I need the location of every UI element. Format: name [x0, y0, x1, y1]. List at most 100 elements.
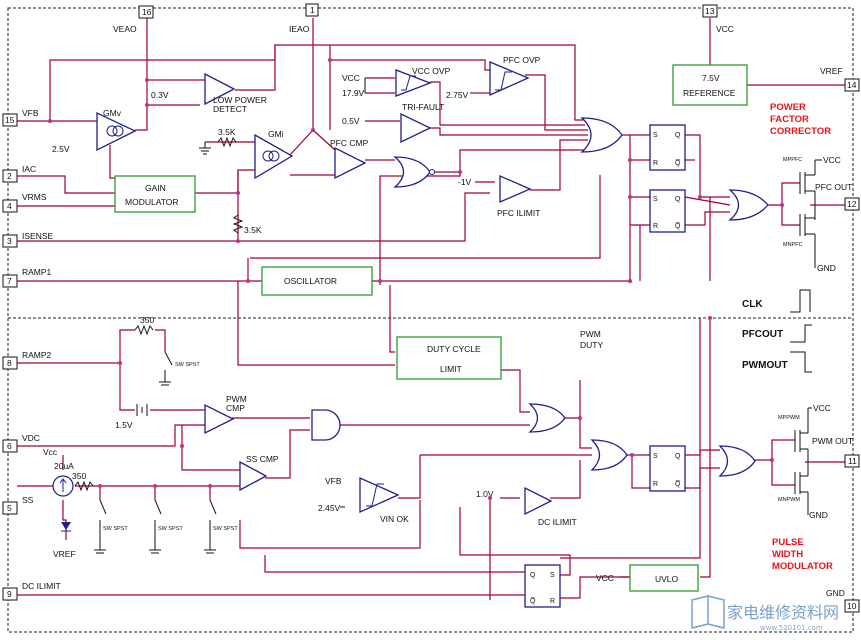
r350b-label: 350: [72, 471, 86, 481]
ff4-r: R: [550, 598, 555, 605]
gmi-amplifier[interactable]: GMi: [254, 129, 294, 180]
switch-ramp2[interactable]: SW SPST: [159, 351, 200, 386]
isense-label: ISENSE: [22, 231, 54, 241]
pin-8-label: 8: [7, 358, 12, 368]
ieao-label: IEAO: [289, 24, 310, 34]
chip-outline: [7, 7, 854, 633]
pfc-ilimit-comparator[interactable]: PFC ILIMIT: [497, 175, 540, 218]
vrms-label: VRMS: [22, 192, 47, 202]
vref-ss-label: VREF: [53, 549, 76, 559]
vdc-label: VDC: [22, 433, 40, 443]
gain-modulator-block[interactable]: GAIN MODULATOR: [114, 175, 196, 213]
pin-7[interactable]: [2, 274, 18, 288]
resistor-350-a: [134, 324, 154, 336]
pin-12[interactable]: [844, 197, 860, 211]
tri-fault-comparator[interactable]: TRI-FAULT: [400, 102, 444, 144]
ss-cmp-comparator[interactable]: SS CMP: [239, 454, 279, 492]
pwm-or-gate-1[interactable]: [528, 403, 566, 433]
dc-ilimit-comparator[interactable]: DC ILIMIT: [524, 486, 577, 527]
iac-label: IAC: [22, 164, 36, 174]
pin-1[interactable]: [305, 3, 319, 17]
pin-14[interactable]: [844, 78, 860, 92]
switch-ss-3[interactable]: SW SPST: [204, 499, 238, 554]
pwm-output-or-gate[interactable]: [718, 445, 756, 477]
pwm-title-1: PULSE: [772, 537, 804, 548]
pin-8[interactable]: [2, 356, 18, 370]
gain-mod-line2: MODULATOR: [125, 197, 179, 207]
vcc-ovp-comparator[interactable]: VCC OVP: [395, 66, 451, 97]
reference-block[interactable]: 7.5V REFERENCE: [672, 64, 748, 106]
low-power-detect-comparator[interactable]: LOW POWER DETECT: [204, 72, 267, 114]
pwm-out-label: PWM OUT: [812, 436, 853, 446]
pwm-and-gate[interactable]: [311, 409, 341, 441]
pwm-or-gate-2[interactable]: [590, 439, 628, 471]
pin-16[interactable]: [138, 5, 154, 19]
vcc-ss-label: Vcc: [43, 447, 58, 457]
pin-3[interactable]: [2, 234, 18, 248]
oscillator-block[interactable]: OSCILLATOR: [261, 266, 373, 296]
switch-ss-2[interactable]: SW SPST: [149, 499, 183, 554]
duty-line2: LIMIT: [440, 364, 462, 374]
vm1-label: -1V: [458, 177, 472, 187]
pwm-flipflop[interactable]: S R Q Q̅: [649, 445, 686, 492]
pfc-ovp-label: PFC OVP: [503, 55, 541, 65]
pin-16-label: 16: [142, 7, 152, 17]
pwm-cmp-comparator[interactable]: PWM CMP: [204, 394, 247, 435]
pin-4[interactable]: [2, 199, 18, 213]
dc-ilimit-flipflop[interactable]: Q S Q̅ R: [524, 564, 561, 608]
mppwm-label: MPPWM: [778, 415, 800, 421]
pin-names: VEAO IEAO VCC VFB IAC VRMS ISENSE RAMP1 …: [22, 24, 845, 598]
mnpwm-label: MNPWM: [778, 497, 800, 503]
v25-label: 2.5V: [52, 144, 70, 154]
watermark: 家电维修资料网 www.520101.com: [691, 595, 839, 632]
pfc-output-driver[interactable]: MPPFC MNPFC VCC PFC OUT GND: [783, 155, 852, 273]
pin-4-label: 4: [7, 201, 12, 211]
pin-1-label: 1: [310, 5, 315, 15]
pfc-ovp-comparator[interactable]: PFC OVP: [489, 55, 541, 97]
pin-2[interactable]: [2, 169, 18, 183]
uvlo-block[interactable]: UVLO: [629, 564, 699, 592]
pfc-output-or-gate[interactable]: [728, 189, 769, 221]
pfc-wires: [17, 18, 849, 366]
pin-5[interactable]: [2, 501, 18, 515]
sw-ss3-label: SW SPST: [213, 526, 238, 532]
pwm-output-driver[interactable]: MPPWM MNPWM VCC PWM OUT GND: [778, 403, 853, 520]
resistor-3-5k-b: [232, 214, 244, 234]
pfc-flipflop-2[interactable]: S R Q Q̅: [649, 189, 686, 233]
pin-6[interactable]: [2, 439, 18, 453]
fault-or-gate[interactable]: [580, 117, 623, 153]
pin-12-label: 12: [847, 199, 857, 209]
pin-10[interactable]: [844, 599, 860, 613]
gmv-amplifier[interactable]: GMv: [96, 108, 137, 152]
pin-13[interactable]: [702, 4, 718, 18]
gnd-pin-label: GND: [826, 588, 845, 598]
pin-15[interactable]: [2, 113, 18, 127]
gmi-label: GMi: [268, 129, 284, 139]
dc-ilimit-amp-label: DC ILIMIT: [538, 517, 577, 527]
pfc-cmp-comparator[interactable]: PFC CMP: [330, 138, 369, 180]
vin-ok-comparator[interactable]: VIN OK: [359, 476, 409, 524]
pin-9[interactable]: [2, 587, 18, 601]
gain-mod-line1: GAIN: [145, 183, 166, 193]
pfc-flipflop-1[interactable]: S R Q Q̅: [649, 124, 686, 171]
pwm-cmp-line2: CMP: [226, 403, 245, 413]
pin-11[interactable]: [844, 454, 860, 468]
vfb-label: VFB: [22, 108, 39, 118]
ff1-s: S: [653, 132, 658, 139]
pin-14-label: 14: [847, 80, 857, 90]
pwm-title-2: WIDTH: [772, 549, 803, 560]
mppfc-label: MPPFC: [783, 157, 802, 163]
pwm-duty-line2: DUTY: [580, 340, 603, 350]
ss-cmp-label: SS CMP: [246, 454, 279, 464]
pfc-and-gate[interactable]: [393, 156, 435, 188]
resistor-3-5k-a: [217, 136, 237, 148]
pfc-title-2: FACTOR: [770, 114, 809, 125]
pfc-ilimit-label: PFC ILIMIT: [497, 208, 540, 218]
duty-cycle-limit-block[interactable]: DUTY CYCLE LIMIT: [396, 336, 502, 380]
switch-ss-1[interactable]: SW SPST: [94, 499, 128, 554]
sw-ss1-label: SW SPST: [103, 526, 128, 532]
junction-dots: [48, 58, 784, 500]
pin-7-label: 7: [7, 276, 12, 286]
pin-13-label: 13: [705, 6, 715, 16]
